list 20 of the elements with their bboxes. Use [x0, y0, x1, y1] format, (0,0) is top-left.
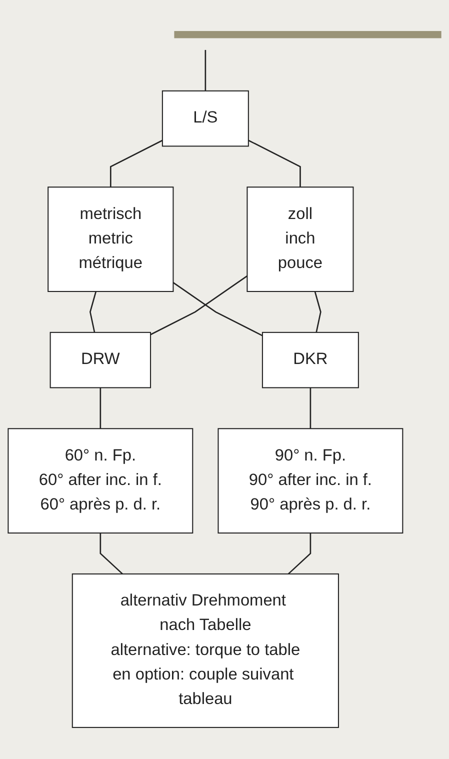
node-bar: [174, 31, 442, 38]
node-box: 90° n. Fp. 90° after inc. in f. 90° après p. d. r.: [218, 428, 404, 534]
node-box: metrisch metric métrique: [48, 186, 174, 292]
connector: [204, 50, 206, 91]
connector: [172, 282, 263, 336]
node-box: 60° n. Fp. 60° after inc. in f. 60° après p. d. r.: [8, 428, 194, 534]
connector: [248, 140, 301, 188]
connector: [100, 533, 123, 574]
connector: [310, 388, 312, 429]
connector: [288, 533, 312, 574]
node-box: L/S: [162, 90, 249, 147]
connector: [314, 291, 322, 333]
connector: [110, 140, 163, 188]
connector: [90, 291, 97, 333]
connector: [100, 388, 102, 429]
node-box: zoll inch pouce: [246, 186, 354, 292]
node-box: DRW: [50, 332, 152, 388]
connector: [150, 275, 248, 336]
node-box: alternativ Drehmoment nach Tabelle alternative: torque to table en option: couple suivant tableau: [72, 573, 339, 728]
node-box: DKR: [262, 332, 359, 388]
